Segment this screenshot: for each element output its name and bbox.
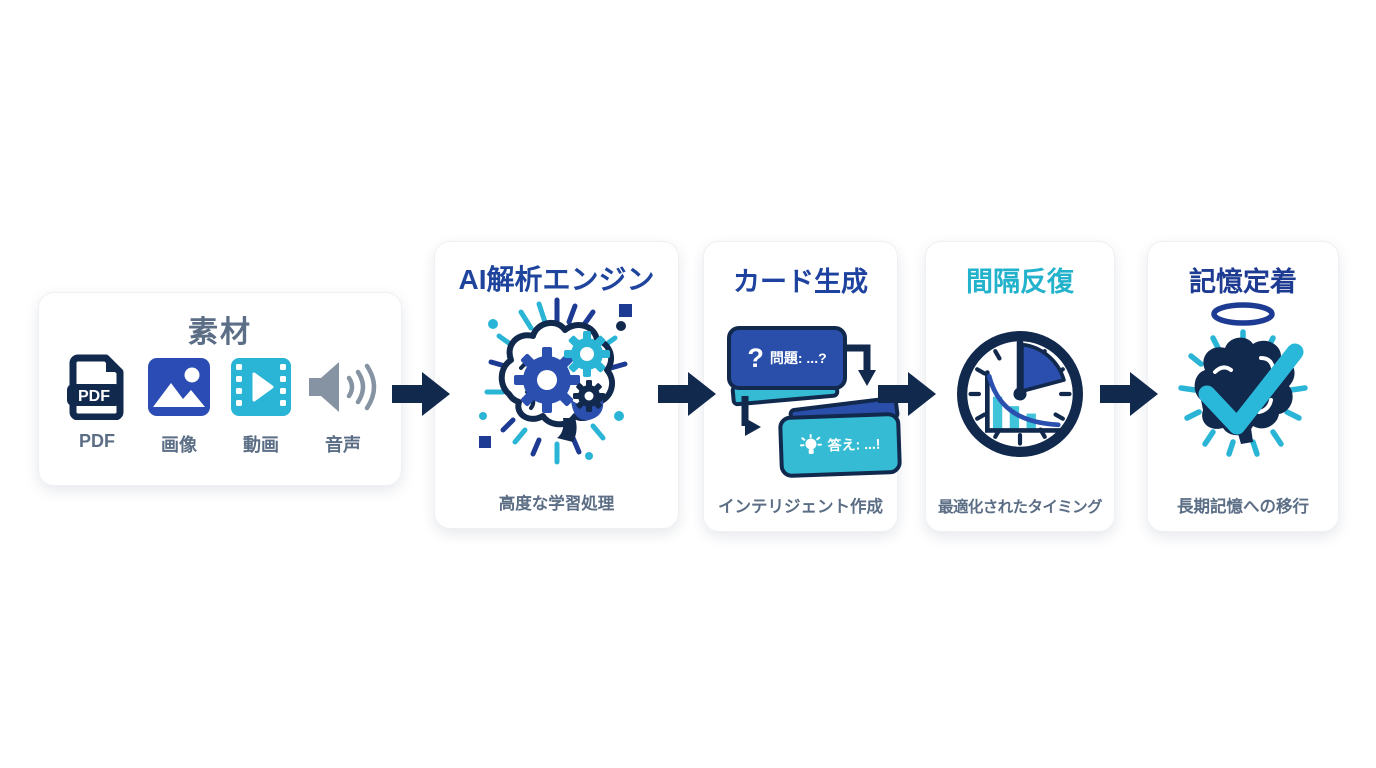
source-item-label: 音声 [325, 435, 361, 455]
ai-engine-title: AI解析エンジン [458, 264, 655, 295]
answer-card: 答え: ...! [777, 411, 903, 479]
memory-retention-subtitle: 長期記憶への移行 [1177, 498, 1309, 516]
source-materials-card: 素材 PDF PDF [38, 292, 402, 486]
pdf-badge-text: PDF [78, 388, 110, 405]
spaced-repetition-title: 間隔反復 [966, 267, 1074, 297]
audio-speaker-icon [307, 351, 379, 423]
source-item-image: 画像 [139, 351, 219, 457]
question-card: ? 問題: ...? [727, 326, 847, 390]
memory-retention-card: 記憶定着 [1147, 241, 1339, 532]
question-text: 問題: ...? [769, 350, 827, 366]
card-generation-card: カード生成 ? 問題: ...? [703, 241, 903, 532]
source-item-video: 動画 [221, 351, 301, 457]
flow-arrow-1 [392, 372, 450, 416]
video-icon [230, 351, 292, 423]
source-item-label: PDF [79, 431, 115, 451]
card-generation-title: カード生成 [733, 267, 868, 297]
spaced-repetition-card: 間隔反復 [925, 241, 1115, 532]
ai-engine-subtitle: 高度な学習処理 [498, 495, 615, 513]
lightbulb-icon [799, 434, 822, 455]
source-item-label: 画像 [161, 435, 197, 455]
halo-icon [1211, 302, 1275, 326]
answer-text: 答え: ...! [827, 435, 881, 454]
ai-engine-card: AI解析エンジン [434, 241, 679, 529]
source-item-pdf: PDF PDF [57, 351, 137, 457]
flow-arrow-3 [878, 372, 936, 416]
brain-checkmark-icon [1153, 294, 1333, 479]
memory-retention-title: 記憶定着 [1189, 267, 1297, 297]
spaced-repetition-subtitle: 最適化されたタイミング [938, 499, 1103, 516]
question-mark: ? [747, 342, 764, 373]
timer-forgetting-curve-icon [950, 324, 1090, 469]
pdf-file-icon: PDF [66, 351, 128, 423]
source-card-title: 素材 [188, 316, 252, 349]
source-item-label: 動画 [243, 435, 279, 455]
flashcards-icon: ? 問題: ...? 答え: ...! [713, 318, 903, 479]
flow-arrow-2 [658, 372, 716, 416]
source-item-audio: 音声 [303, 351, 383, 457]
card-generation-subtitle: インテリジェント作成 [718, 498, 883, 516]
ai-brain-gears-icon [469, 296, 645, 477]
image-icon [147, 351, 211, 423]
source-items-row: PDF PDF 画像 [57, 351, 383, 457]
flow-arrow-4 [1100, 372, 1158, 416]
